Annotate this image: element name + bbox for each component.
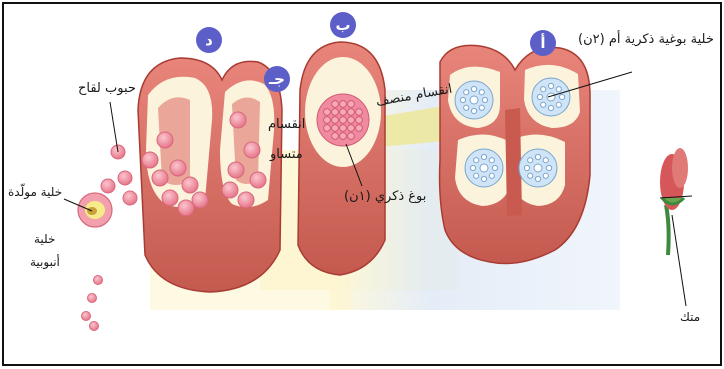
mother-cell-nucleus xyxy=(548,105,553,110)
microspore xyxy=(340,133,347,140)
microspore xyxy=(332,125,339,132)
mother-cell-nucleus xyxy=(464,105,469,110)
pollen-grain xyxy=(238,192,254,208)
mother-cell-nucleus xyxy=(541,102,546,107)
mother-cell-nucleus xyxy=(548,83,553,88)
microspore xyxy=(356,117,363,124)
microspore xyxy=(324,117,331,124)
released-pollen-grain xyxy=(118,171,132,185)
pollen-grain xyxy=(170,160,186,176)
microspore xyxy=(332,133,339,140)
label-tube-cell-line2: أنبوبية xyxy=(30,256,60,270)
pollen-grain xyxy=(178,200,194,216)
mother-cell-nucleus xyxy=(481,154,486,159)
label-microspore: بوغ ذكري (١ن) xyxy=(344,190,426,205)
mother-cell-nucleus xyxy=(546,165,551,170)
stage-badge-a: أ xyxy=(530,30,556,56)
mother-cell-nucleus xyxy=(559,94,564,99)
mother-cell-nucleus xyxy=(489,173,494,178)
label-tube-cell-line1: خلية xyxy=(34,233,55,247)
mother-cell-nucleus xyxy=(471,86,476,91)
microspore xyxy=(332,101,339,108)
label-generative-cell: خلية مولّدة xyxy=(8,186,62,200)
mother-cell-nucleus xyxy=(481,176,486,181)
anther-cross-section-a xyxy=(440,45,590,263)
released-pollen-grain xyxy=(90,322,99,331)
mother-cell-center xyxy=(470,96,478,104)
mother-cell-nucleus xyxy=(543,173,548,178)
mother-cell-nucleus xyxy=(482,97,487,102)
pollen-grain xyxy=(192,192,208,208)
mother-cell-nucleus xyxy=(474,158,479,163)
mother-cell-center xyxy=(534,164,542,172)
microspore xyxy=(356,125,363,132)
label-pollen-grains: حبوب لقاح xyxy=(78,82,136,97)
microspore xyxy=(340,125,347,132)
released-pollen-grain xyxy=(82,312,91,321)
mother-cell-nucleus xyxy=(543,158,548,163)
mother-cell-nucleus xyxy=(470,165,475,170)
label-mitosis-line1: انقسام xyxy=(268,118,305,133)
microspore xyxy=(348,133,355,140)
microspore xyxy=(348,117,355,124)
mother-cell-nucleus xyxy=(537,94,542,99)
released-pollen-grain xyxy=(88,294,97,303)
mother-cell-nucleus xyxy=(528,173,533,178)
mother-cell-nucleus xyxy=(524,165,529,170)
stage-badge-b: ب xyxy=(330,12,356,38)
mother-cell-nucleus xyxy=(479,90,484,95)
microspore xyxy=(324,109,331,116)
pollen-grain xyxy=(230,112,246,128)
released-pollen-grain xyxy=(123,191,137,205)
mother-cell-nucleus xyxy=(528,158,533,163)
mother-cell-nucleus xyxy=(471,108,476,113)
microspore xyxy=(324,125,331,132)
label-mitosis-line2: متساو xyxy=(270,148,303,163)
microspore xyxy=(348,109,355,116)
pollen-grain xyxy=(142,152,158,168)
pollen-grain xyxy=(222,182,238,198)
mother-cell-nucleus xyxy=(460,97,465,102)
mother-cell-nucleus xyxy=(464,90,469,95)
mother-cell-nucleus xyxy=(489,158,494,163)
label-mother-cell: خلية بوغية ذكرية أم (٢ن) xyxy=(578,33,714,48)
mother-cell-nucleus xyxy=(556,87,561,92)
mother-cell-nucleus xyxy=(556,102,561,107)
mother-cell-nucleus xyxy=(535,154,540,159)
mother-cell-nucleus xyxy=(479,105,484,110)
released-pollen-grain xyxy=(94,276,103,285)
label-anther: متك xyxy=(680,311,700,325)
pollen-grain xyxy=(157,132,173,148)
pollen-grain xyxy=(162,190,178,206)
mother-cell-nucleus xyxy=(535,176,540,181)
mother-cell-nucleus xyxy=(541,87,546,92)
pollen-grain xyxy=(228,162,244,178)
mother-cell-nucleus xyxy=(492,165,497,170)
stage-badge-c: جـ xyxy=(264,66,290,92)
pollen-grain xyxy=(244,142,260,158)
microspore xyxy=(348,101,355,108)
pollen-grain xyxy=(182,177,198,193)
microspore xyxy=(332,117,339,124)
released-pollen-grain xyxy=(101,179,115,193)
mother-cell-center xyxy=(480,164,488,172)
pollen-grain xyxy=(152,170,168,186)
mother-cell-nucleus xyxy=(474,173,479,178)
mature-pollen-grain xyxy=(78,193,112,227)
microspore xyxy=(340,109,347,116)
stage-badge-d: د xyxy=(196,27,222,53)
microspore xyxy=(340,101,347,108)
microspore xyxy=(348,125,355,132)
microsporangium-b xyxy=(298,42,385,275)
microspore xyxy=(356,109,363,116)
microspore xyxy=(340,117,347,124)
pollen-grain xyxy=(250,172,266,188)
microspore xyxy=(332,109,339,116)
